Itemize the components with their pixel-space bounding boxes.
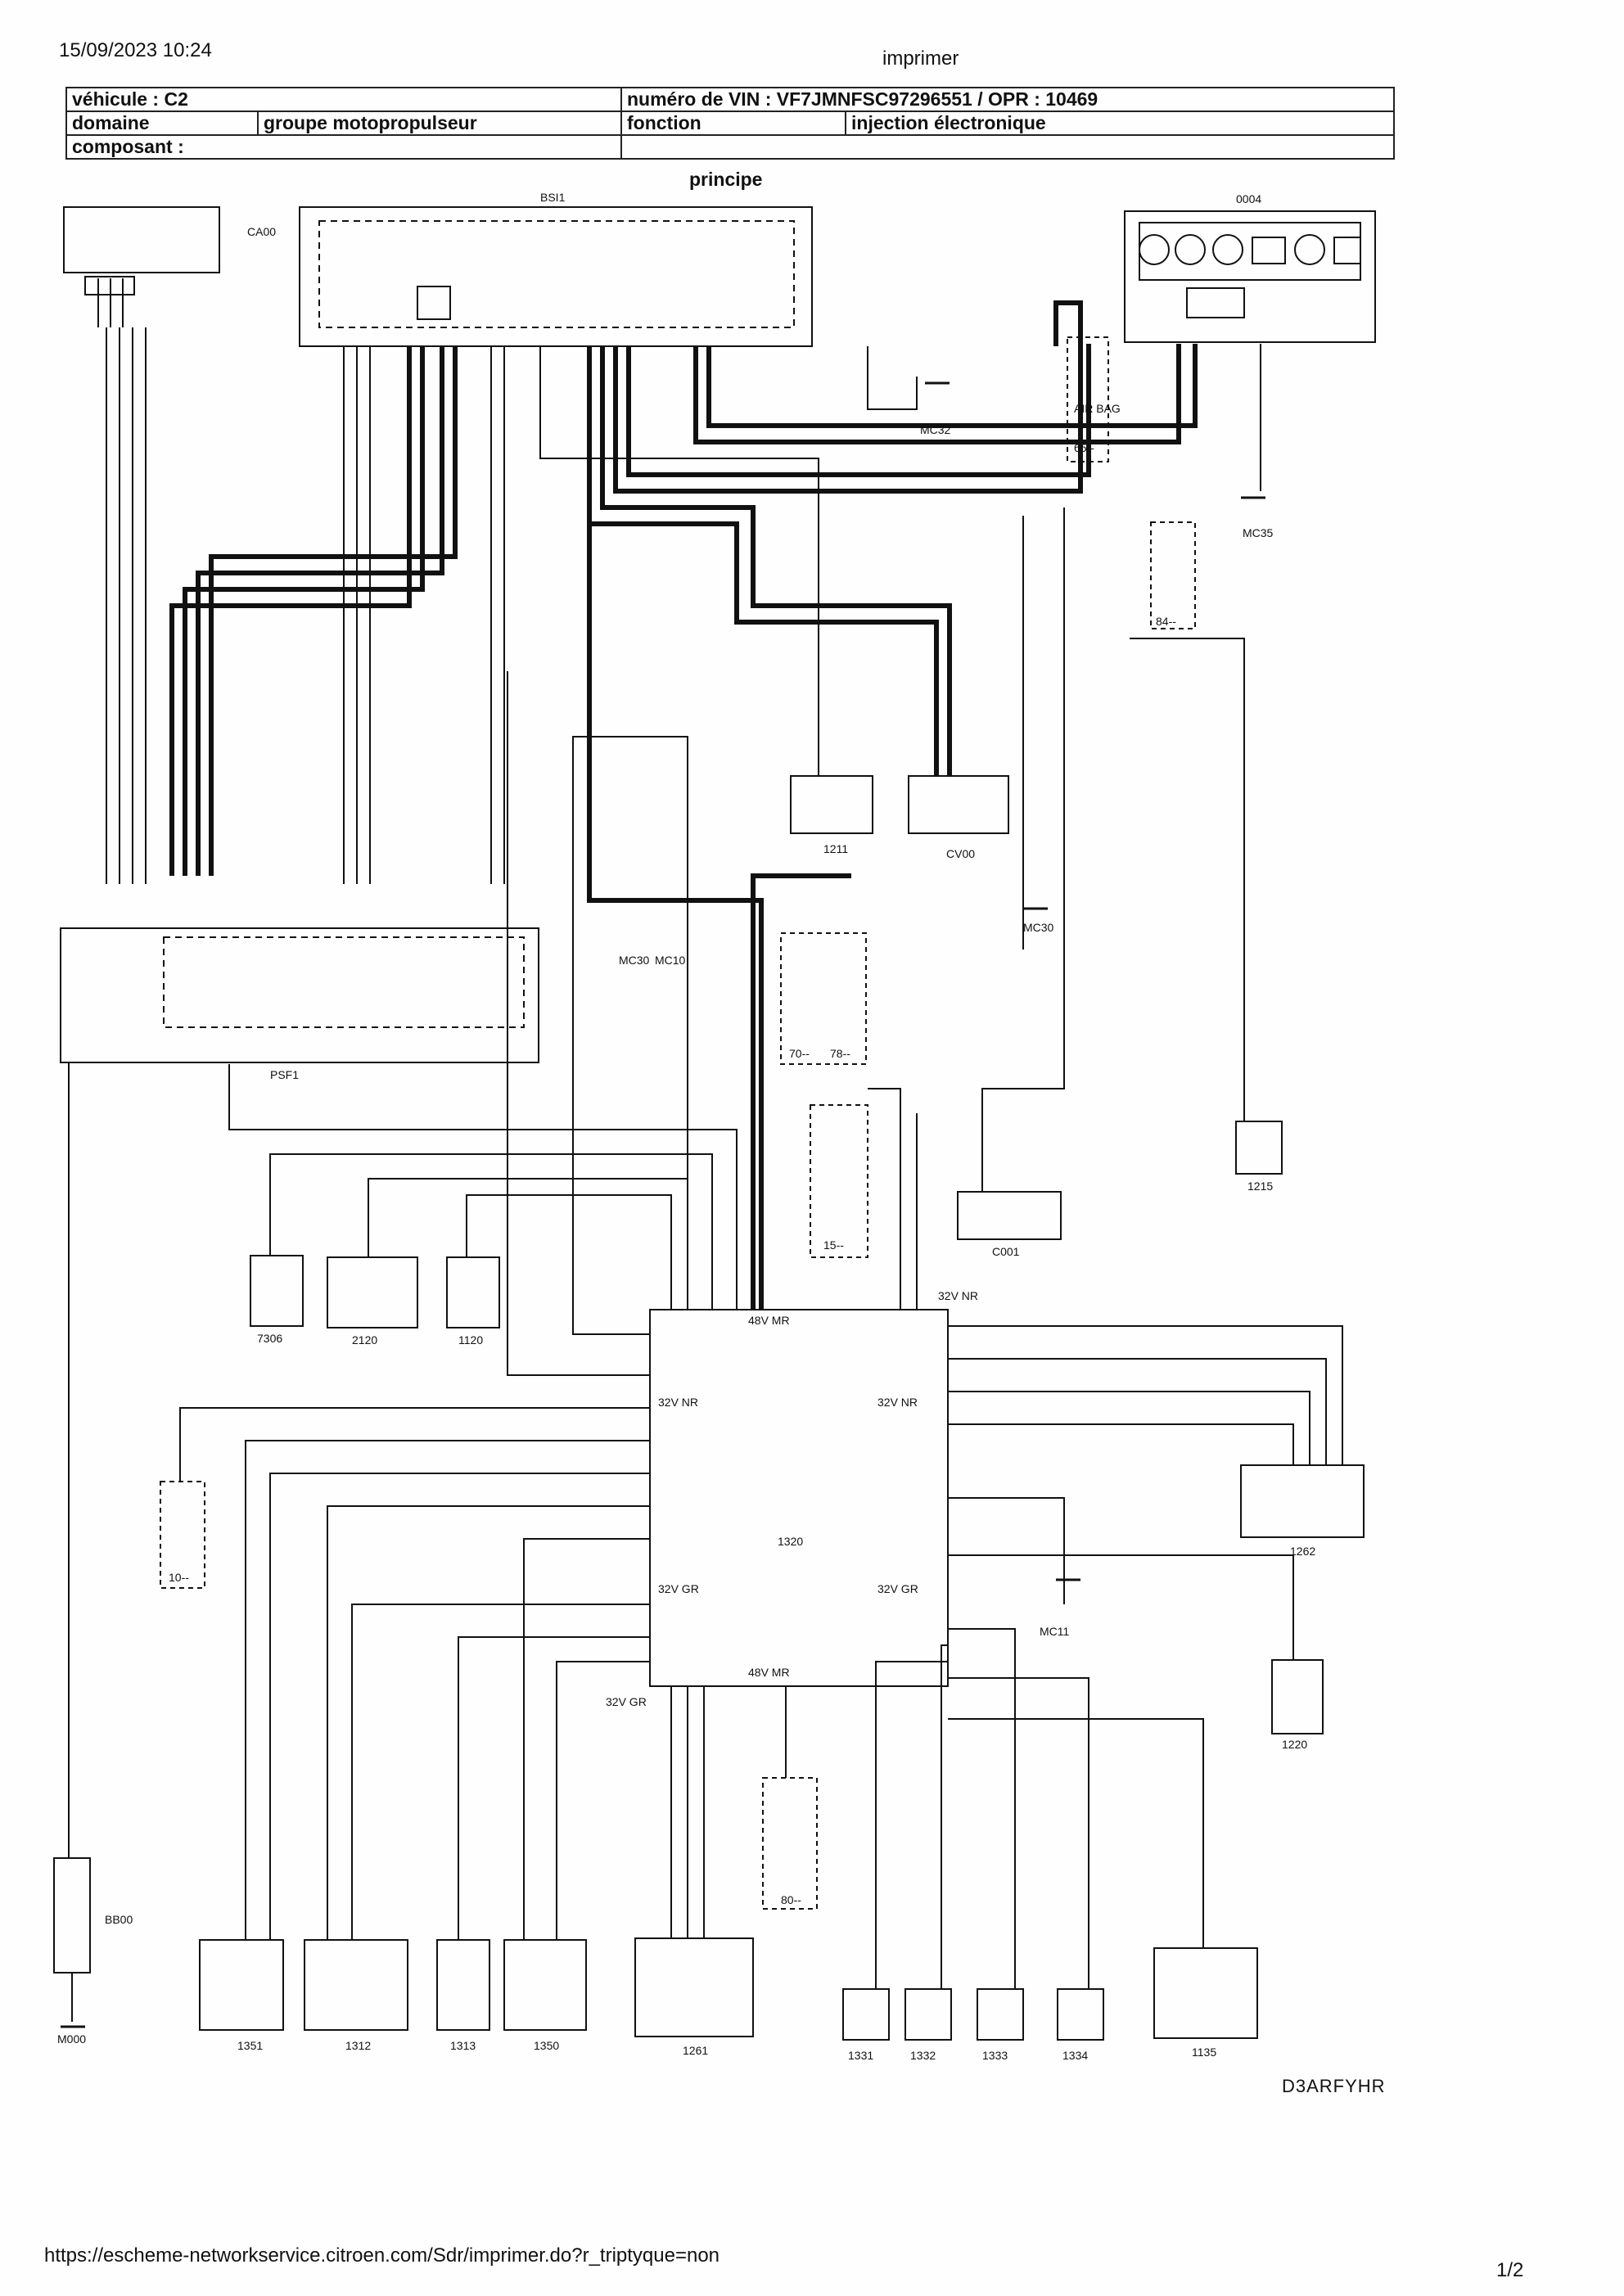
psf-box [60,927,539,1063]
coil-box [1153,1947,1258,2039]
label-fuel-pump: 1211 [823,842,848,855]
function-value: injection électronique [845,111,1395,136]
buzzer-box [908,775,1009,834]
label-ecu-tr: 32V NR [877,1396,918,1409]
label-diag: C001 [992,1245,1020,1258]
label-c1120: 1120 [458,1333,483,1346]
label-ground-mc30-left: MC30 [619,954,650,967]
label-pedal: 1261 [683,2044,708,2057]
label-battery: BB00 [105,1913,133,1926]
label-c78: 78-- [830,1047,850,1060]
label-s1312: 1312 [345,2039,371,2052]
label-ecu-tl: 32V NR [658,1396,698,1409]
label-canister: 1215 [1247,1180,1273,1193]
footer-page-number: 1/2 [1496,2259,1524,2281]
c1120-box [446,1256,500,1328]
label-coil: 1135 [1192,2046,1216,2059]
label-ecu-bottom: 48V MR [748,1666,790,1679]
domain-label: domaine [65,111,259,136]
diag-box [957,1191,1062,1240]
label-airbag: AIR BAG [1074,402,1121,415]
vehicle-cell: véhicule : C2 [65,87,622,112]
throttle-box [1240,1464,1365,1538]
label-psf: PSF1 [270,1068,299,1081]
c2120-box [327,1256,418,1328]
label-ground-mc32: MC32 [920,423,951,436]
diagram-reference: D3ARFYHR [1282,2076,1386,2096]
label-c84: 84-- [1156,615,1176,628]
label-c65: 65-- [1074,441,1094,454]
label-ground-mc11: MC11 [1040,1625,1070,1638]
label-ground-mc35: MC35 [1243,526,1274,539]
label-ecu: 1320 [778,1535,803,1548]
canister-box [1235,1121,1283,1175]
s1350-box [503,1939,587,2031]
label-combi: 0004 [1236,192,1261,205]
pedal-box [634,1937,754,2037]
battery-box [53,1857,91,1973]
c7306-box [250,1255,304,1327]
label-c80: 80-- [781,1893,801,1906]
label-s1351: 1351 [237,2039,263,2052]
combi-box [1124,210,1376,343]
label-buzzer: CV00 [946,847,975,860]
label-ecu-right-top: 32V NR [938,1289,978,1302]
s1313-box [436,1939,490,2031]
label-ground-mc30-right: MC30 [1023,921,1054,934]
label-inj2: 1332 [910,2049,936,2062]
label-coolant: 1220 [1282,1738,1307,1751]
label-s1350: 1350 [534,2039,559,2052]
label-inj4: 1334 [1062,2049,1088,2062]
label-throttle: 1262 [1290,1545,1315,1558]
label-c15: 15-- [823,1238,844,1252]
footer-url[interactable]: https://escheme-networkservice.citroen.c… [44,2244,720,2267]
bsi-box [299,206,813,347]
label-c10: 10-- [169,1571,189,1584]
print-link[interactable]: imprimer [882,47,959,70]
ignition-box [63,206,220,273]
coolant-box [1271,1659,1324,1734]
inj3-box [977,1988,1024,2041]
label-bsi: BSI1 [540,191,566,204]
label-ecu-br: 32V GR [877,1582,918,1595]
label-ecu-left-bottom: 32V GR [606,1695,647,1708]
label-c2120: 2120 [352,1333,377,1346]
inj1-box [842,1988,890,2041]
inj4-box [1057,1988,1104,2041]
diagram-title: principe [689,169,763,190]
print-datetime: 15/09/2023 10:24 [59,39,212,61]
fuel-pump-box [790,775,873,834]
label-ecu-bl: 32V GR [658,1582,699,1595]
domain-value: groupe motopropulseur [257,111,622,136]
label-ground-mc10: MC10 [655,954,686,967]
label-c70: 70-- [789,1047,810,1060]
component-label: composant : [65,134,622,160]
label-inj3: 1333 [982,2049,1008,2062]
label-inj1: 1331 [848,2049,873,2062]
label-c7306: 7306 [257,1332,282,1345]
label-ignition: CA00 [247,225,276,238]
function-label: fonction [620,111,846,136]
label-s1313: 1313 [450,2039,476,2052]
ecu-box [649,1309,949,1687]
s1312-box [304,1939,408,2031]
inj2-box [904,1988,952,2041]
component-value [620,134,1395,160]
label-ecu-top: 48V MR [748,1314,790,1327]
vin-cell: numéro de VIN : VF7JMNFSC97296551 / OPR … [620,87,1395,112]
info-table: véhicule : C2 numéro de VIN : VF7JMNFSC9… [65,87,1395,160]
s1351-box [199,1939,284,2031]
label-ground: M000 [57,2032,86,2046]
